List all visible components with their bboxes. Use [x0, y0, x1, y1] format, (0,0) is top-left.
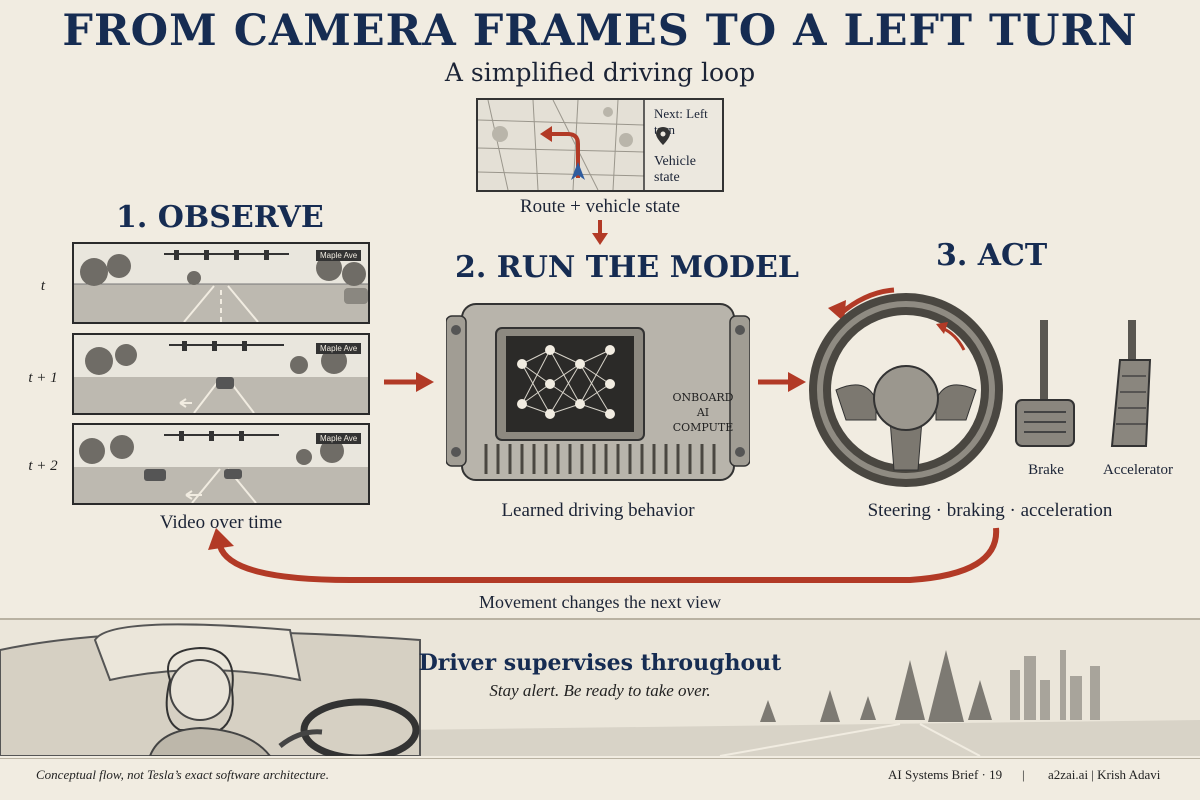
driver-icon: [169, 659, 231, 721]
camera-frame: Maple Ave: [72, 423, 370, 505]
steering-wheel-icon: [300, 698, 420, 756]
route-panel: Next: Left turn Vehicle state: [476, 98, 724, 192]
steering-wheel-illustration: [809, 287, 1003, 487]
compute-label: ONBOARD AI COMPUTE: [672, 391, 734, 434]
supervision-title: Driver supervises throughout: [418, 650, 782, 676]
accelerator-pedal: [1110, 359, 1152, 447]
camera-frame: Maple Ave: [72, 333, 370, 415]
street-sign: Maple Ave: [316, 343, 362, 354]
supervision-subtitle: Stay alert. Be ready to take over.: [489, 681, 711, 700]
route-map-illustration: [478, 100, 645, 190]
feedback-loop-arrow: [208, 527, 1000, 583]
neural-network-icon: [521, 349, 611, 415]
page-title: FROM CAMERA FRAMES TO A LEFT TURN: [62, 6, 1138, 56]
footer-credit: a2zai.ai | Krish Adavi: [1048, 767, 1161, 782]
driver-scene-illustration: [0, 620, 1200, 756]
footer-separator: |: [1022, 767, 1025, 782]
act-caption: Steering · braking · acceleration: [867, 500, 1113, 521]
model-caption: Learned driving behavior: [501, 500, 695, 521]
street-sign: Maple Ave: [316, 250, 362, 261]
vehicle-state-label: Vehicle state: [654, 154, 696, 185]
frame-time-label: t + 1: [28, 370, 58, 386]
footer-series: AI Systems Brief · 19: [888, 767, 1003, 782]
street-sign: Maple Ave: [316, 433, 362, 444]
loop-caption: Movement changes the next view: [479, 592, 721, 612]
act-heading: 3. ACT: [936, 238, 1048, 273]
model-to-act-arrow: [758, 372, 806, 392]
model-heading: 2. RUN THE MODEL: [455, 250, 800, 285]
camera-frame: Maple Ave: [72, 242, 370, 324]
page-subtitle: A simplified driving loop: [444, 58, 756, 87]
observe-to-model-arrow: [384, 372, 434, 392]
footer-divider: [0, 758, 1200, 759]
section-divider: [0, 618, 1200, 620]
frame-time-label: t: [40, 278, 46, 294]
observe-heading: 1. OBSERVE: [116, 200, 324, 235]
route-to-model-arrow: [592, 220, 608, 245]
observe-caption: Video over time: [159, 512, 283, 533]
compute-module-illustration: [446, 303, 750, 481]
brake-label: Brake: [1028, 462, 1064, 478]
frame-time-label: t + 2: [28, 458, 58, 474]
vehicle-position-icon: [571, 162, 585, 180]
route-caption: Route + vehicle state: [519, 196, 681, 217]
accelerator-label: Accelerator: [1103, 462, 1173, 478]
pedals-illustration: [1015, 320, 1152, 447]
footer-disclaimer: Conceptual flow, not Tesla’s exact softw…: [36, 767, 329, 782]
location-pin-icon: [656, 127, 670, 145]
turn-arrow-icon: [548, 132, 580, 178]
